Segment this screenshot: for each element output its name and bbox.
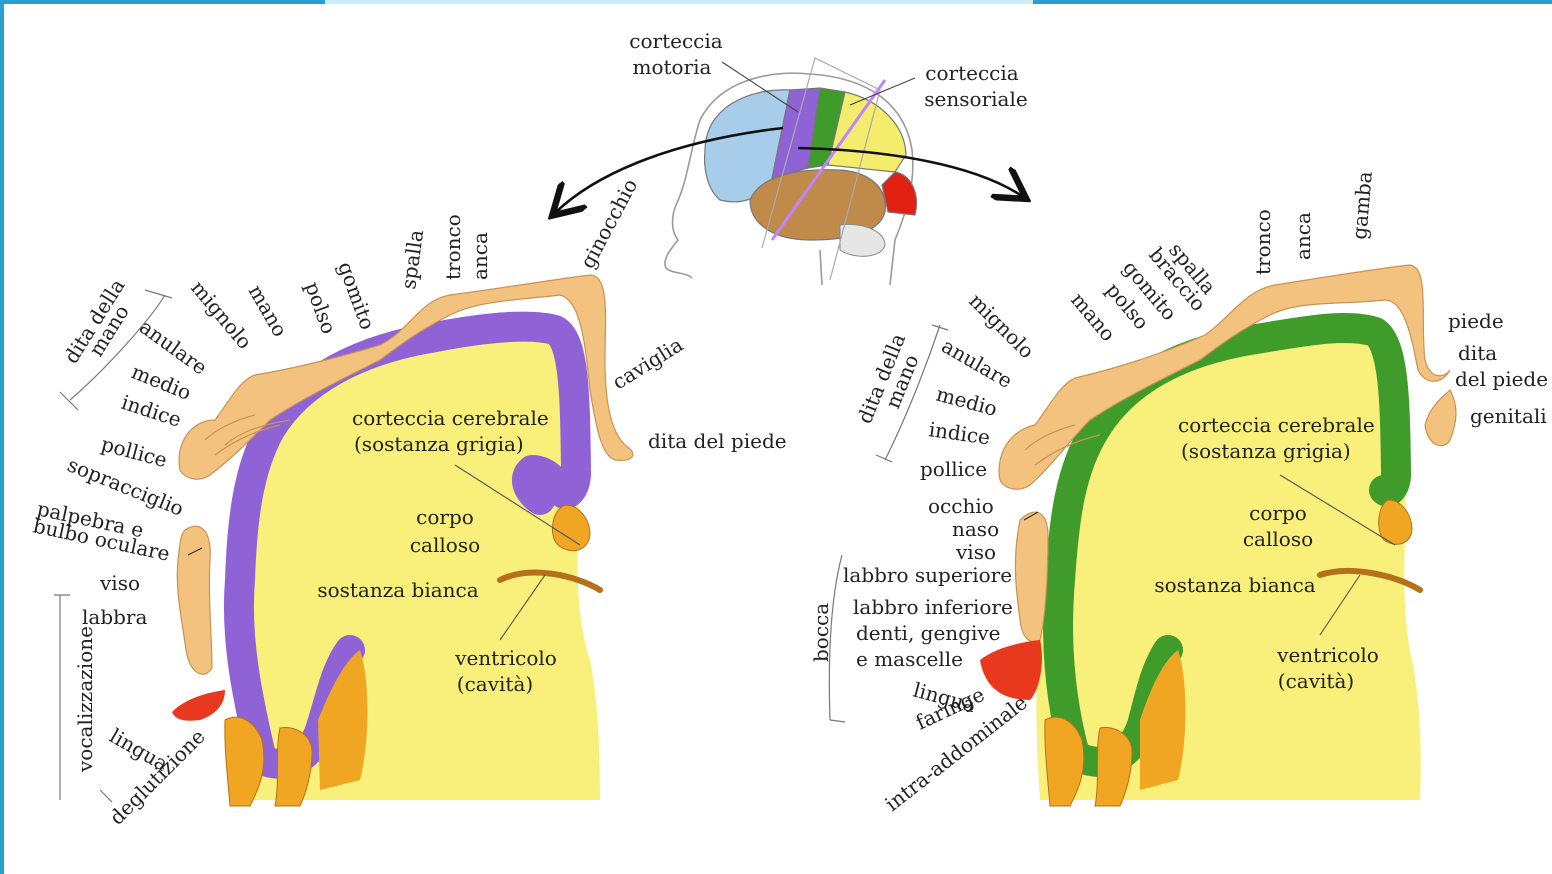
top-brain-illustration: corteccia motoria corteccia sensoriale: [556, 29, 1028, 285]
motor-label-tronco: tronco: [441, 214, 465, 280]
sensory-label-piede: piede: [1448, 309, 1504, 333]
motor-callosum-label-1: corpo: [416, 505, 474, 529]
motor-label-viso: viso: [99, 571, 140, 595]
sensory-ventricle-label-2: (cavità): [1278, 669, 1354, 693]
motor-label-polso: polso: [300, 279, 341, 338]
motor-ventricle-label-2: (cavità): [457, 672, 533, 696]
sensory-label-pollice: pollice: [920, 457, 987, 481]
motor-callosum-label-2: calloso: [410, 533, 480, 557]
sensory-label-naso: naso: [952, 517, 999, 541]
sensory-label-bocca: bocca: [809, 603, 833, 662]
sensory-cortex-label-2: (sostanza grigia): [1181, 439, 1351, 463]
motor-label-anca: anca: [468, 232, 492, 280]
motor-label-caviglia: caviglia: [608, 332, 687, 394]
motor-label-labbra: labbra: [82, 605, 147, 629]
sensory-label-gamba: gamba: [1347, 170, 1377, 240]
sensory-label-dita-piede-1: dita: [1458, 341, 1497, 365]
sensory-label-indice: indice: [927, 417, 991, 449]
sensory-label-anca: anca: [1291, 212, 1315, 260]
motor-label-gomito: gomito: [333, 259, 380, 333]
sensory-label-mascelle: e mascelle: [856, 647, 963, 671]
sensory-label-viso: viso: [955, 540, 996, 564]
sensory-section: dita della mano mignolo anulare medio in…: [809, 170, 1548, 816]
motor-cortex-label-2: motoria: [633, 55, 712, 79]
sensory-label-genitali: genitali: [1470, 404, 1547, 428]
sensory-cortex-label-2: sensoriale: [924, 87, 1027, 111]
sensory-ventricle-label-1: ventricolo: [1276, 643, 1379, 667]
motor-section: dita della mano mignolo anulare medio in…: [31, 175, 787, 830]
motor-white-matter-label: sostanza bianca: [317, 578, 478, 602]
motor-cortex-label-1: corteccia: [629, 29, 722, 53]
sensory-label-denti: denti, gengive: [856, 621, 1001, 645]
motor-label-mignolo: mignolo: [186, 276, 257, 354]
motor-label-vocalizzazione: vocalizzazione: [73, 626, 97, 773]
sensory-callosum-label-2: calloso: [1243, 527, 1313, 551]
sensory-white-matter-label: sostanza bianca: [1154, 573, 1315, 597]
sensory-label-labbro-sup: labbro superiore: [843, 563, 1012, 587]
sensory-label-labbro-inf: labbro inferiore: [853, 595, 1013, 619]
sensory-callosum-label-1: corpo: [1249, 501, 1307, 525]
sensory-label-occhio: occhio: [928, 494, 994, 518]
motor-label-dita-del-piede: dita del piede: [648, 429, 787, 453]
motor-cortex-label-1: corteccia cerebrale: [352, 406, 549, 430]
sensory-label-medio: medio: [934, 382, 1000, 421]
sensory-label-dita-piede-2: del piede: [1455, 367, 1548, 391]
sensory-label-tronco: tronco: [1251, 209, 1275, 275]
sensory-cortex-label-1: corteccia: [925, 61, 1018, 85]
motor-label-spalla: spalla: [396, 228, 428, 291]
motor-cortex-label-2: (sostanza grigia): [354, 432, 524, 456]
sensory-cortex-label-1: corteccia cerebrale: [1178, 413, 1375, 437]
motor-ventricle-label-1: ventricolo: [454, 646, 557, 670]
